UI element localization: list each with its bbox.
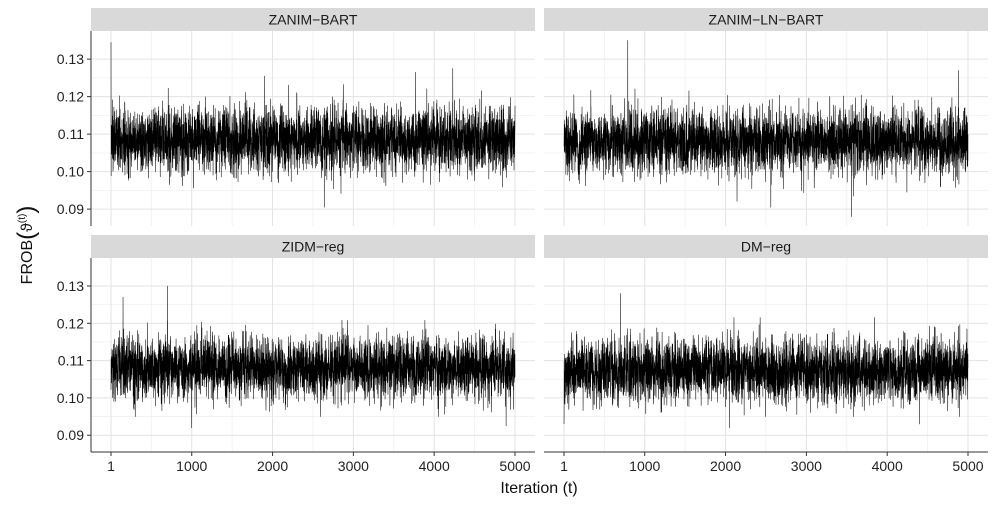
facet-panel: DM−reg 1 1000 2000 3000 4000 5000 — [544, 235, 988, 474]
x-tick-label: 5000 — [499, 458, 530, 474]
facet-strip — [91, 8, 535, 31]
x-tick-label: 4000 — [872, 458, 903, 474]
x-tick-label: 1000 — [629, 458, 660, 474]
y-tick-label: 0.11 — [58, 353, 84, 369]
y-tick-label: 0.13 — [57, 51, 84, 67]
x-tick-label: 1 — [560, 458, 568, 474]
facet-title: ZANIM−LN−BART — [709, 12, 824, 28]
facet-title: ZIDM−reg — [282, 239, 345, 255]
x-axis-title: Iteration (t) — [500, 480, 577, 497]
facet-strip — [91, 235, 535, 258]
trace-line — [110, 285, 516, 429]
panels-layer: ZANIM−BART 0.09 0.10 0.11 0.12 0.13 ZANIM−LN−B… — [57, 8, 988, 474]
facet-title: DM−reg — [741, 239, 791, 255]
x-tick-label: 3000 — [791, 458, 822, 474]
x-tick-label: 1 — [107, 458, 115, 474]
y-tick-label: 0.09 — [57, 201, 84, 217]
y-tick-label: 0.13 — [57, 278, 84, 294]
y-axis-title-main: FROB — [19, 240, 36, 284]
trace-line — [563, 40, 969, 217]
x-tick-label: 4000 — [419, 458, 450, 474]
svg-text:FROB(ϑ(t)): FROB(ϑ(t)) — [13, 206, 40, 285]
x-tick-label: 5000 — [952, 458, 983, 474]
trace-line — [110, 42, 516, 208]
x-tick-label: 2000 — [710, 458, 741, 474]
facet-title: ZANIM−BART — [269, 12, 358, 28]
facet-strip — [544, 8, 988, 31]
y-tick-label: 0.10 — [57, 390, 84, 406]
y-tick-label: 0.12 — [57, 315, 84, 331]
y-axis-title-symbol: ϑ — [19, 223, 36, 232]
y-axis-title: FROB(ϑ(t)) — [13, 206, 40, 285]
facet-panel: ZANIM−LN−BART — [544, 8, 988, 226]
y-tick-label: 0.09 — [57, 427, 84, 443]
x-tick-label: 2000 — [257, 458, 288, 474]
trace-line — [563, 293, 969, 429]
y-tick-label: 0.10 — [57, 164, 84, 180]
x-tick-label: 1000 — [176, 458, 207, 474]
facet-strip — [544, 235, 988, 258]
facet-panel: ZANIM−BART 0.09 0.10 0.11 0.12 0.13 — [57, 8, 535, 226]
y-tick-label: 0.12 — [57, 89, 84, 105]
x-tick-label: 3000 — [338, 458, 369, 474]
facet-panel: ZIDM−reg 0.09 0.10 0.11 0.12 0.13 1 1000 2000 300… — [57, 235, 535, 474]
y-axis-title-superscript: (t) — [17, 214, 28, 223]
y-tick-label: 0.11 — [58, 126, 84, 142]
